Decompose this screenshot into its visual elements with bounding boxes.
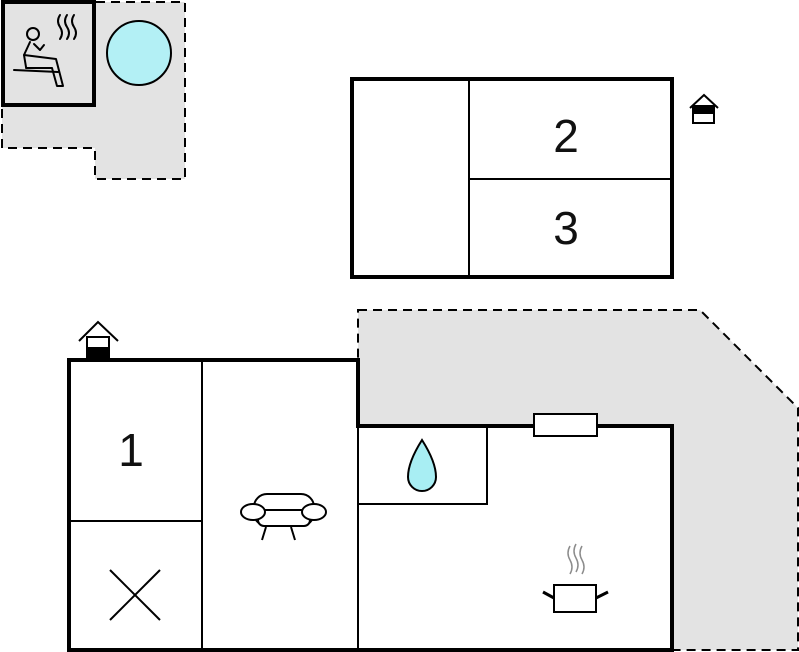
- bathroom-walls: [358, 426, 488, 505]
- entrance-icon: [689, 93, 719, 124]
- cooking-pot-icon: [542, 543, 609, 613]
- hot-tub-icon: [106, 20, 172, 86]
- sofa-icon: [240, 493, 327, 541]
- cross-icon: [109, 569, 161, 621]
- terrace-bottom-right: [357, 309, 799, 651]
- sauna-room: [1, 0, 96, 107]
- fireplace-icon: [533, 413, 598, 437]
- water-drop-icon: [406, 438, 438, 492]
- sauna-icon: [13, 14, 77, 87]
- room-label-2: 2: [553, 110, 579, 162]
- room-label-3: 3: [553, 202, 579, 254]
- building-main: [67, 358, 674, 652]
- entrance-icon: [78, 320, 119, 358]
- room-label-1: 1: [118, 424, 144, 476]
